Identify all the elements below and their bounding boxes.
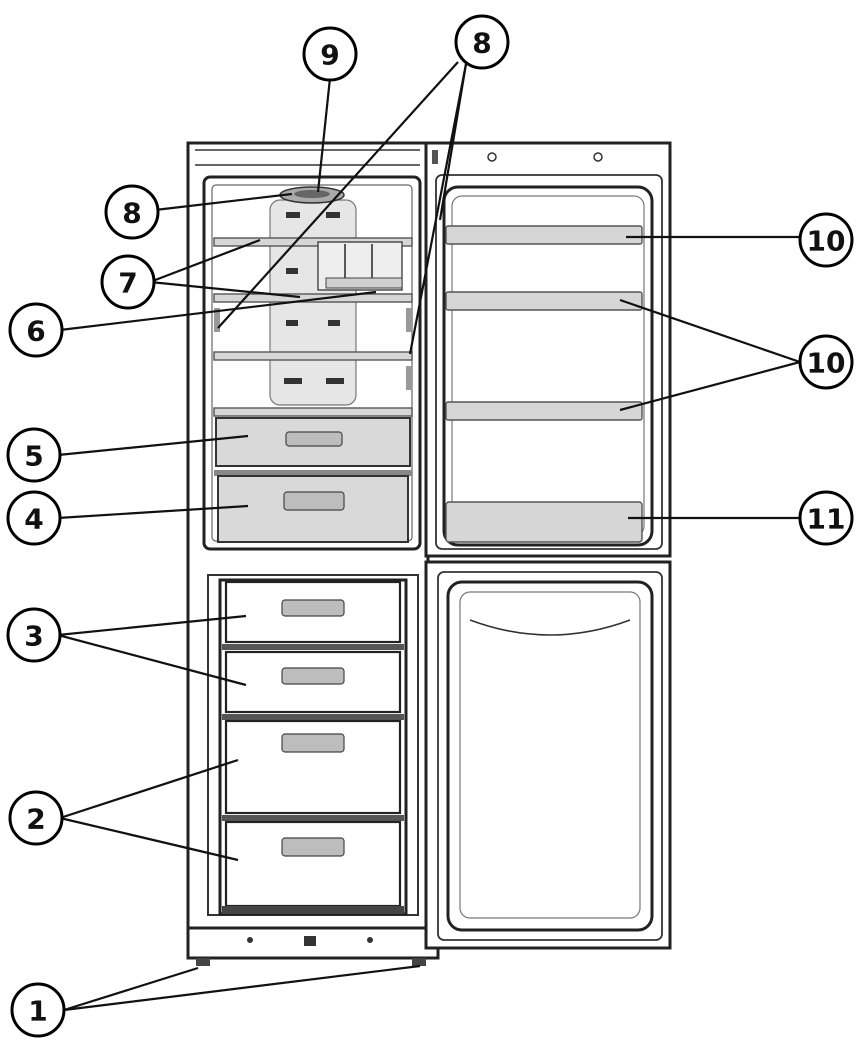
callout-8-top-label: 8 xyxy=(472,27,491,60)
callout-5: 5 xyxy=(6,427,62,483)
callout-10-top: 10 xyxy=(798,212,854,268)
freezer-drawer-1 xyxy=(224,580,402,644)
callout-3: 3 xyxy=(6,607,62,663)
leader-lines xyxy=(57,61,801,1012)
freezer-door xyxy=(424,560,672,950)
freezer-compartment xyxy=(207,574,419,916)
callout-8-left: 8 xyxy=(104,184,160,240)
callout-9: 9 xyxy=(302,26,358,82)
callout-10-pair-label: 10 xyxy=(807,347,846,380)
callout-10-pair: 10 xyxy=(798,334,854,390)
callout-6: 6 xyxy=(8,302,64,358)
callout-11-label: 11 xyxy=(807,503,846,536)
freezer-drawer-3 xyxy=(224,719,402,815)
callout-4-label: 4 xyxy=(24,503,43,536)
callout-7-label: 7 xyxy=(118,267,137,300)
callout-6-label: 6 xyxy=(26,315,45,348)
callout-10-top-label: 10 xyxy=(807,225,846,258)
callout-4: 4 xyxy=(6,490,62,546)
crisper-drawer-upper xyxy=(215,417,411,467)
callout-8-top: 8 xyxy=(454,14,510,70)
fridge-door xyxy=(424,141,672,558)
callout-5-label: 5 xyxy=(24,440,43,473)
callout-2-label: 2 xyxy=(26,803,45,836)
callout-2: 2 xyxy=(8,790,64,846)
freezer-drawer-2 xyxy=(224,650,402,714)
crisper-drawer-lower xyxy=(214,470,412,543)
callout-3-label: 3 xyxy=(24,620,43,653)
freezer-drawer-4 xyxy=(224,820,402,908)
callout-1-label: 1 xyxy=(28,995,47,1028)
callout-9-label: 9 xyxy=(320,39,339,72)
fridge-compartment xyxy=(202,175,422,551)
callout-1: 1 xyxy=(10,982,66,1038)
callout-7: 7 xyxy=(100,254,156,310)
thermostat-light-unit xyxy=(279,186,345,204)
callout-8-left-label: 8 xyxy=(122,197,141,230)
callout-11: 11 xyxy=(798,490,854,546)
